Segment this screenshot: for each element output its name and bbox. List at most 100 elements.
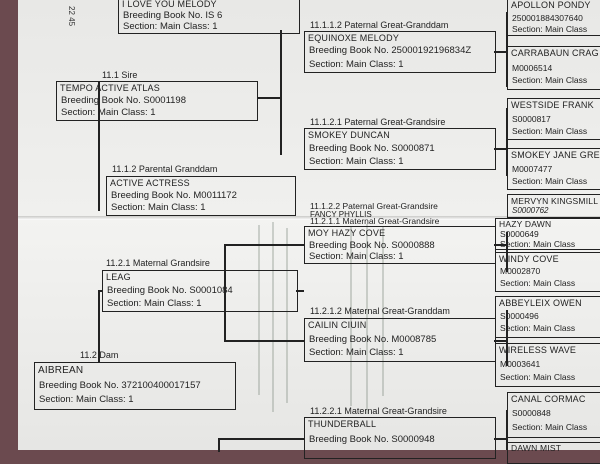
connector <box>494 438 506 440</box>
label-paternal-great-grandsire-2: 11.1.2.2 Paternal Great-Grandsire <box>310 201 438 211</box>
breeding-book: Breeding Book No. S0000888 <box>309 240 435 251</box>
scan-mark <box>258 225 260 395</box>
box-cailin-ciuin: CAILIN CIUIN Breeding Book No. M0008785 … <box>304 318 496 362</box>
breeding-book: Breeding Book No. M0008785 <box>309 334 437 345</box>
section: Section: Main Class <box>512 126 588 136</box>
scan-mark <box>272 222 274 412</box>
breeding-no: M0003641 <box>500 359 541 369</box>
label-paternal-great-granddam: 11.1.1.2 Paternal Great-Granddam <box>310 20 449 30</box>
label-sire: 11.1 Sire <box>102 70 138 80</box>
breeding-no: S0000762 <box>512 206 549 215</box>
section: Section: Main Class <box>512 422 588 432</box>
connector <box>98 81 100 211</box>
section: Section: Main Class <box>500 278 576 288</box>
breeding-book: Breeding Book No. S0001198 <box>61 95 186 106</box>
horse-name: AIBREAN <box>38 365 84 376</box>
horse-name: HAZY DAWN <box>499 219 552 229</box>
label-maternal-great-grandsire: 11.2.1.1 Maternal Great-Grandsire <box>310 216 440 226</box>
connector <box>224 340 304 342</box>
section: Section: Main Class: 1 <box>107 298 202 309</box>
connector <box>506 310 508 366</box>
breeding-no: 250001884307640 <box>512 13 583 23</box>
scan-mark <box>366 224 368 414</box>
horse-name: TEMPO ACTIVE ATLAS <box>60 83 160 93</box>
page-fold <box>18 216 600 220</box>
box-westside-frank: WESTSIDE FRANK S0000817 Section: Main Cl… <box>507 98 600 140</box>
horse-name: I LOVE YOU MELODY <box>122 0 217 9</box>
horse-name: ACTIVE ACTRESS <box>110 178 190 188</box>
breeding-book: Breeding Book No. IS 6 <box>123 10 223 21</box>
box-smokey-duncan: SMOKEY DUNCAN Breeding Book No. S0000871… <box>304 128 496 170</box>
connector <box>257 97 281 99</box>
section: Section: Main Class: 1 <box>61 107 156 118</box>
box-apollon-pondy: APOLLON PONDY 250001884307640 Section: M… <box>507 0 600 36</box>
connector <box>494 148 506 150</box>
box-abbeyleix-owen: ABBEYLEIX OWEN S0000496 Section: Main Cl… <box>495 296 600 338</box>
breeding-no: M0007477 <box>512 164 553 174</box>
bottom-sheet <box>18 218 600 450</box>
horse-name: WIRELESS WAVE <box>499 345 577 355</box>
box-mervyn-kingsmill: MERVYN KINGSMILL S0000762 <box>507 194 600 218</box>
connector <box>280 30 282 155</box>
scan-mark <box>350 226 352 406</box>
box-smokey-jane-grey: SMOKEY JANE GREY M0007477 Section: Main … <box>507 148 600 190</box>
box-dawn-mist: DAWN MIST <box>507 442 600 464</box>
label-maternal-great-granddam: 11.2.1.2 Maternal Great-Granddam <box>310 306 450 316</box>
section: Section: Main Class: 1 <box>309 347 404 358</box>
horse-name: EQUINOXE MELODY <box>308 33 400 43</box>
horse-name: MOY HAZY COVE <box>308 228 386 238</box>
breeding-book: Breeding Book No. 25000192196834Z <box>309 45 472 56</box>
box-active-actress: ACTIVE ACTRESS Breeding Book No. M001117… <box>106 176 296 216</box>
connector <box>494 51 506 53</box>
connector <box>296 290 304 292</box>
box-leag: LEAG Breeding Book No. S0001084 Section:… <box>102 270 298 312</box>
breeding-book: Breeding Book No. S0001084 <box>107 285 233 296</box>
connector <box>224 244 226 340</box>
box-thunderball: THUNDERBALL Breeding Book No. S0000948 <box>304 417 496 459</box>
horse-name: WINDY COVE <box>499 254 559 264</box>
horse-name: DAWN MIST <box>511 443 562 453</box>
pedigree-page: 22 45 I LOVE YOU MELODY Breeding Book No… <box>18 0 600 464</box>
section: Section: Main Class <box>512 75 588 85</box>
breeding-no: M0002870 <box>500 266 541 276</box>
horse-name: SMOKEY DUNCAN <box>308 130 390 140</box>
breeding-no: S0000848 <box>512 408 551 418</box>
breeding-book: Breeding Book No. S0000948 <box>309 434 435 445</box>
section: Section: Main Class <box>500 323 576 333</box>
connector <box>224 244 304 246</box>
box-hazy-dawn: HAZY DAWN S0000649 Section: Main Class <box>495 218 600 250</box>
horse-name: WESTSIDE FRANK <box>511 100 594 110</box>
connector <box>506 108 508 176</box>
connector <box>98 290 102 292</box>
connector <box>494 340 506 342</box>
box-carrabaun-crag: CARRABAUN CRAG M0006514 Section: Main Cl… <box>507 46 600 90</box>
breeding-book: Breeding Book No. M0011172 <box>111 190 237 201</box>
horse-name: CANAL CORMAC <box>511 394 586 404</box>
section: Section: Main Class: 1 <box>39 394 134 405</box>
breeding-no: S0000649 <box>500 229 539 239</box>
box-canal-cormac: CANAL CORMAC S0000848 Section: Main Clas… <box>507 392 600 438</box>
section: Section: Main Class <box>500 372 576 382</box>
box-tempo-active-atlas: TEMPO ACTIVE ATLAS Breeding Book No. S00… <box>56 81 258 121</box>
page-reference: 22 45 <box>67 6 76 27</box>
label-parental-granddam: 11.1.2 Parental Granddam <box>112 164 218 174</box>
label-maternal-grandsire: 11.2.1 Maternal Grandsire <box>106 258 210 268</box>
section: Section: Main Class <box>512 176 588 186</box>
horse-name: SMOKEY JANE GREY <box>511 150 600 160</box>
box-aibrean: AIBREAN Breeding Book No. 37210040001715… <box>34 362 236 410</box>
box-equinoxe-melody: EQUINOXE MELODY Breeding Book No. 250001… <box>304 31 496 73</box>
box-windy-cove: WINDY COVE M0002870 Section: Main Class <box>495 252 600 292</box>
breeding-no: S0000817 <box>512 114 551 124</box>
breeding-book: Breeding Book No. 372100400017157 <box>39 380 201 391</box>
top-sheet <box>18 0 600 218</box>
connector <box>494 244 506 246</box>
horse-name: LEAG <box>106 272 131 282</box>
connector <box>218 438 304 440</box>
label-dam: 11.2 Dam <box>80 350 119 360</box>
section: Section: Main Class <box>500 239 576 249</box>
label-maternal-great-grandsire-2: 11.2.2.1 Maternal Great-Grandsire <box>310 406 447 416</box>
breeding-book: Breeding Book No. S0000871 <box>309 143 435 154</box>
section: Section: Main Class: 1 <box>309 156 404 167</box>
section: Section: Main Class <box>512 24 588 34</box>
box-wireless-wave: WIRELESS WAVE M0003641 Section: Main Cla… <box>495 343 600 387</box>
